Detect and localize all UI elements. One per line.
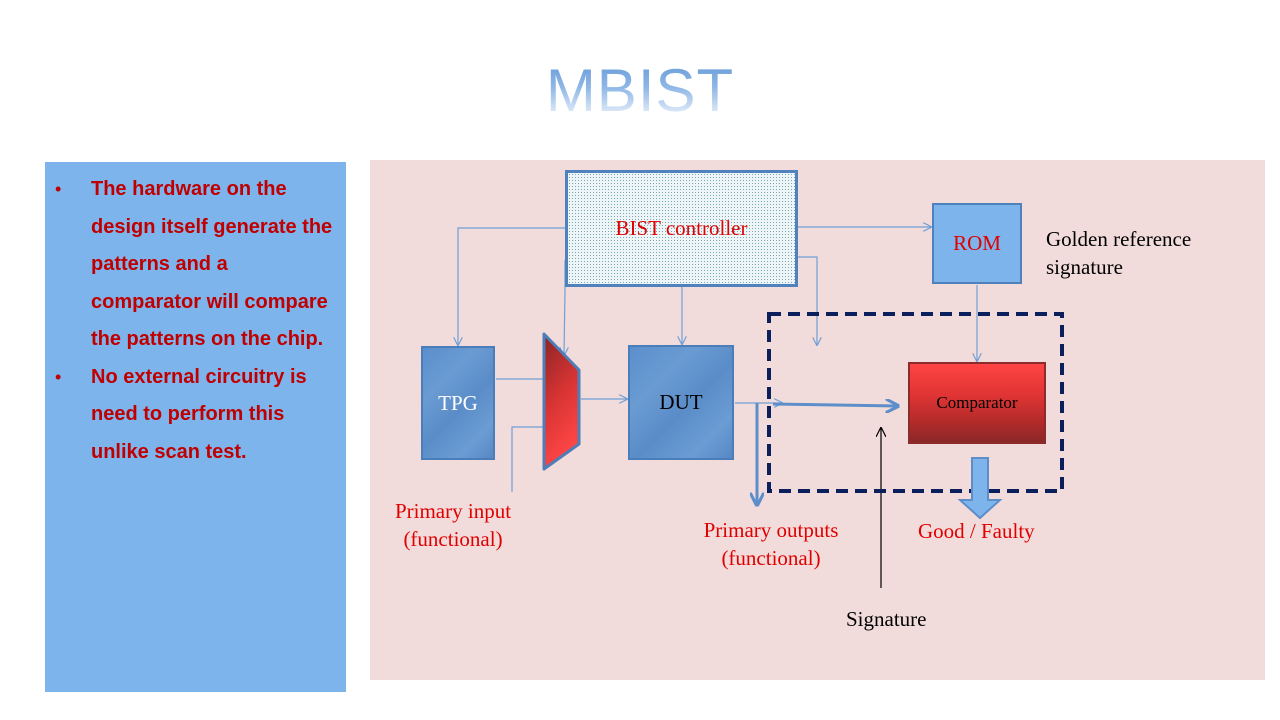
good-faulty-output-arrow	[957, 457, 1003, 520]
rom-label: ROM	[953, 231, 1001, 255]
primary-outputs-line1: Primary outputs	[703, 518, 839, 542]
comparator-block: Comparator	[908, 362, 1046, 444]
wire-primary-input-to-mux	[511, 426, 544, 492]
diagram-panel	[370, 160, 1265, 680]
primary-input-label: Primary input (functional)	[383, 497, 523, 553]
primary-input-line1: Primary input	[394, 499, 512, 523]
bullet-item: • No external circuitry is need to perfo…	[45, 359, 346, 472]
good-faulty-label: Good / Faulty	[918, 519, 1035, 543]
dut-block: DUT	[628, 345, 734, 460]
mux-block	[542, 332, 581, 471]
wire-bist-to-compare-area	[798, 256, 817, 345]
bist-controller-block: BIST controller	[565, 170, 798, 287]
bullet-item: • The hardware on the design itself gene…	[45, 171, 346, 359]
bullet-marker: •	[55, 179, 62, 199]
slide-title: MBIST	[0, 56, 1280, 126]
wire-dut-to-comparator	[772, 404, 898, 406]
wire-bist-to-tpg	[458, 227, 565, 345]
bullet-list: • The hardware on the design itself gene…	[45, 171, 346, 471]
golden-reference-line2: signature	[1046, 255, 1123, 279]
primary-outputs-line2: (functional)	[721, 546, 821, 570]
dut-label: DUT	[659, 390, 703, 414]
bullet-text: No external circuitry is need to perform…	[91, 365, 307, 463]
primary-outputs-label: Primary outputs (functional)	[686, 516, 856, 572]
bullet-marker: •	[55, 366, 62, 387]
bullet-panel: • The hardware on the design itself gene…	[45, 162, 346, 692]
rom-block: ROM	[932, 203, 1022, 284]
primary-input-line2: (functional)	[403, 527, 503, 551]
bullet-text: The hardware on the design itself genera…	[91, 178, 333, 350]
golden-reference-label: Golden reference signature	[1046, 225, 1191, 281]
tpg-block: TPG	[421, 346, 495, 460]
bist-controller-label: BIST controller	[615, 216, 748, 240]
comparator-label: Comparator	[936, 393, 1018, 412]
tpg-label: TPG	[438, 390, 478, 415]
signature-label: Signature	[846, 607, 927, 631]
signature-analyzer-boundary	[767, 312, 1064, 493]
golden-reference-line1: Golden reference	[1046, 227, 1192, 251]
